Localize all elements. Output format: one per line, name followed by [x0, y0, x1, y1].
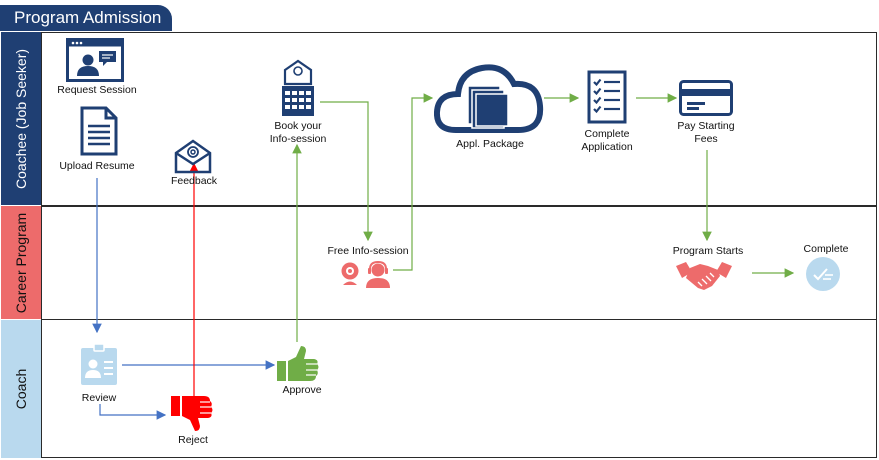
page-title: Program Admission	[0, 5, 172, 31]
credit-card-icon	[679, 80, 733, 116]
lane-coachee	[41, 32, 877, 206]
checklist-icon	[587, 70, 627, 124]
email-feedback-icon	[174, 139, 212, 174]
node-label-approve: Approve	[282, 384, 322, 396]
pay-label-line2: Fees	[694, 133, 718, 145]
node-label-reject: Reject	[178, 434, 208, 446]
lane-header-coachee: Coachee (Job Seeker)	[1, 32, 41, 205]
calendar-booking-icon	[282, 59, 314, 116]
pay-label-line1: Pay Starting	[677, 120, 735, 132]
video-session-icon	[66, 38, 124, 82]
node-label-review: Review	[81, 392, 117, 404]
document-icon	[80, 106, 118, 156]
id-badge-icon	[81, 344, 117, 385]
cloud-package-icon	[434, 64, 544, 133]
arrow-free-info-to-package	[393, 93, 434, 271]
node-label-complete: Complete	[803, 243, 849, 255]
lane-coach	[41, 319, 877, 458]
node-label-upload-resume: Upload Resume	[59, 160, 135, 172]
complete-app-line2: Application	[581, 141, 633, 153]
complete-app-line1: Complete	[584, 128, 630, 140]
check-circle-icon	[806, 257, 840, 291]
lane-header-coach: Coach	[1, 320, 41, 458]
node-label-feedback: Feedback	[170, 175, 218, 187]
node-label-request-session: Request Session	[57, 84, 137, 96]
thumbs-down-icon	[171, 396, 213, 431]
lane-header-career-program: Career Program	[1, 206, 41, 319]
node-label-complete-application: Complete Application	[557, 128, 657, 154]
book-label-line1: Book your	[274, 120, 322, 132]
headset-person-icon	[366, 260, 390, 288]
book-label-line2: Info-session	[269, 133, 327, 145]
handshake-icon	[676, 262, 732, 290]
node-label-appl-package: Appl. Package	[456, 138, 524, 150]
node-label-free-info-session: Free Info-session	[327, 245, 409, 257]
node-label-program-starts: Program Starts	[672, 245, 744, 257]
webcam-icon	[341, 262, 359, 285]
thumbs-up-icon	[277, 346, 319, 381]
node-label-pay-starting-fees: Pay Starting Fees	[656, 120, 756, 146]
node-label-book-info-session: Book your Info-session	[248, 120, 348, 146]
arrow-review-to-reject	[99, 404, 167, 420]
arrow-book-to-free-info	[320, 101, 373, 242]
